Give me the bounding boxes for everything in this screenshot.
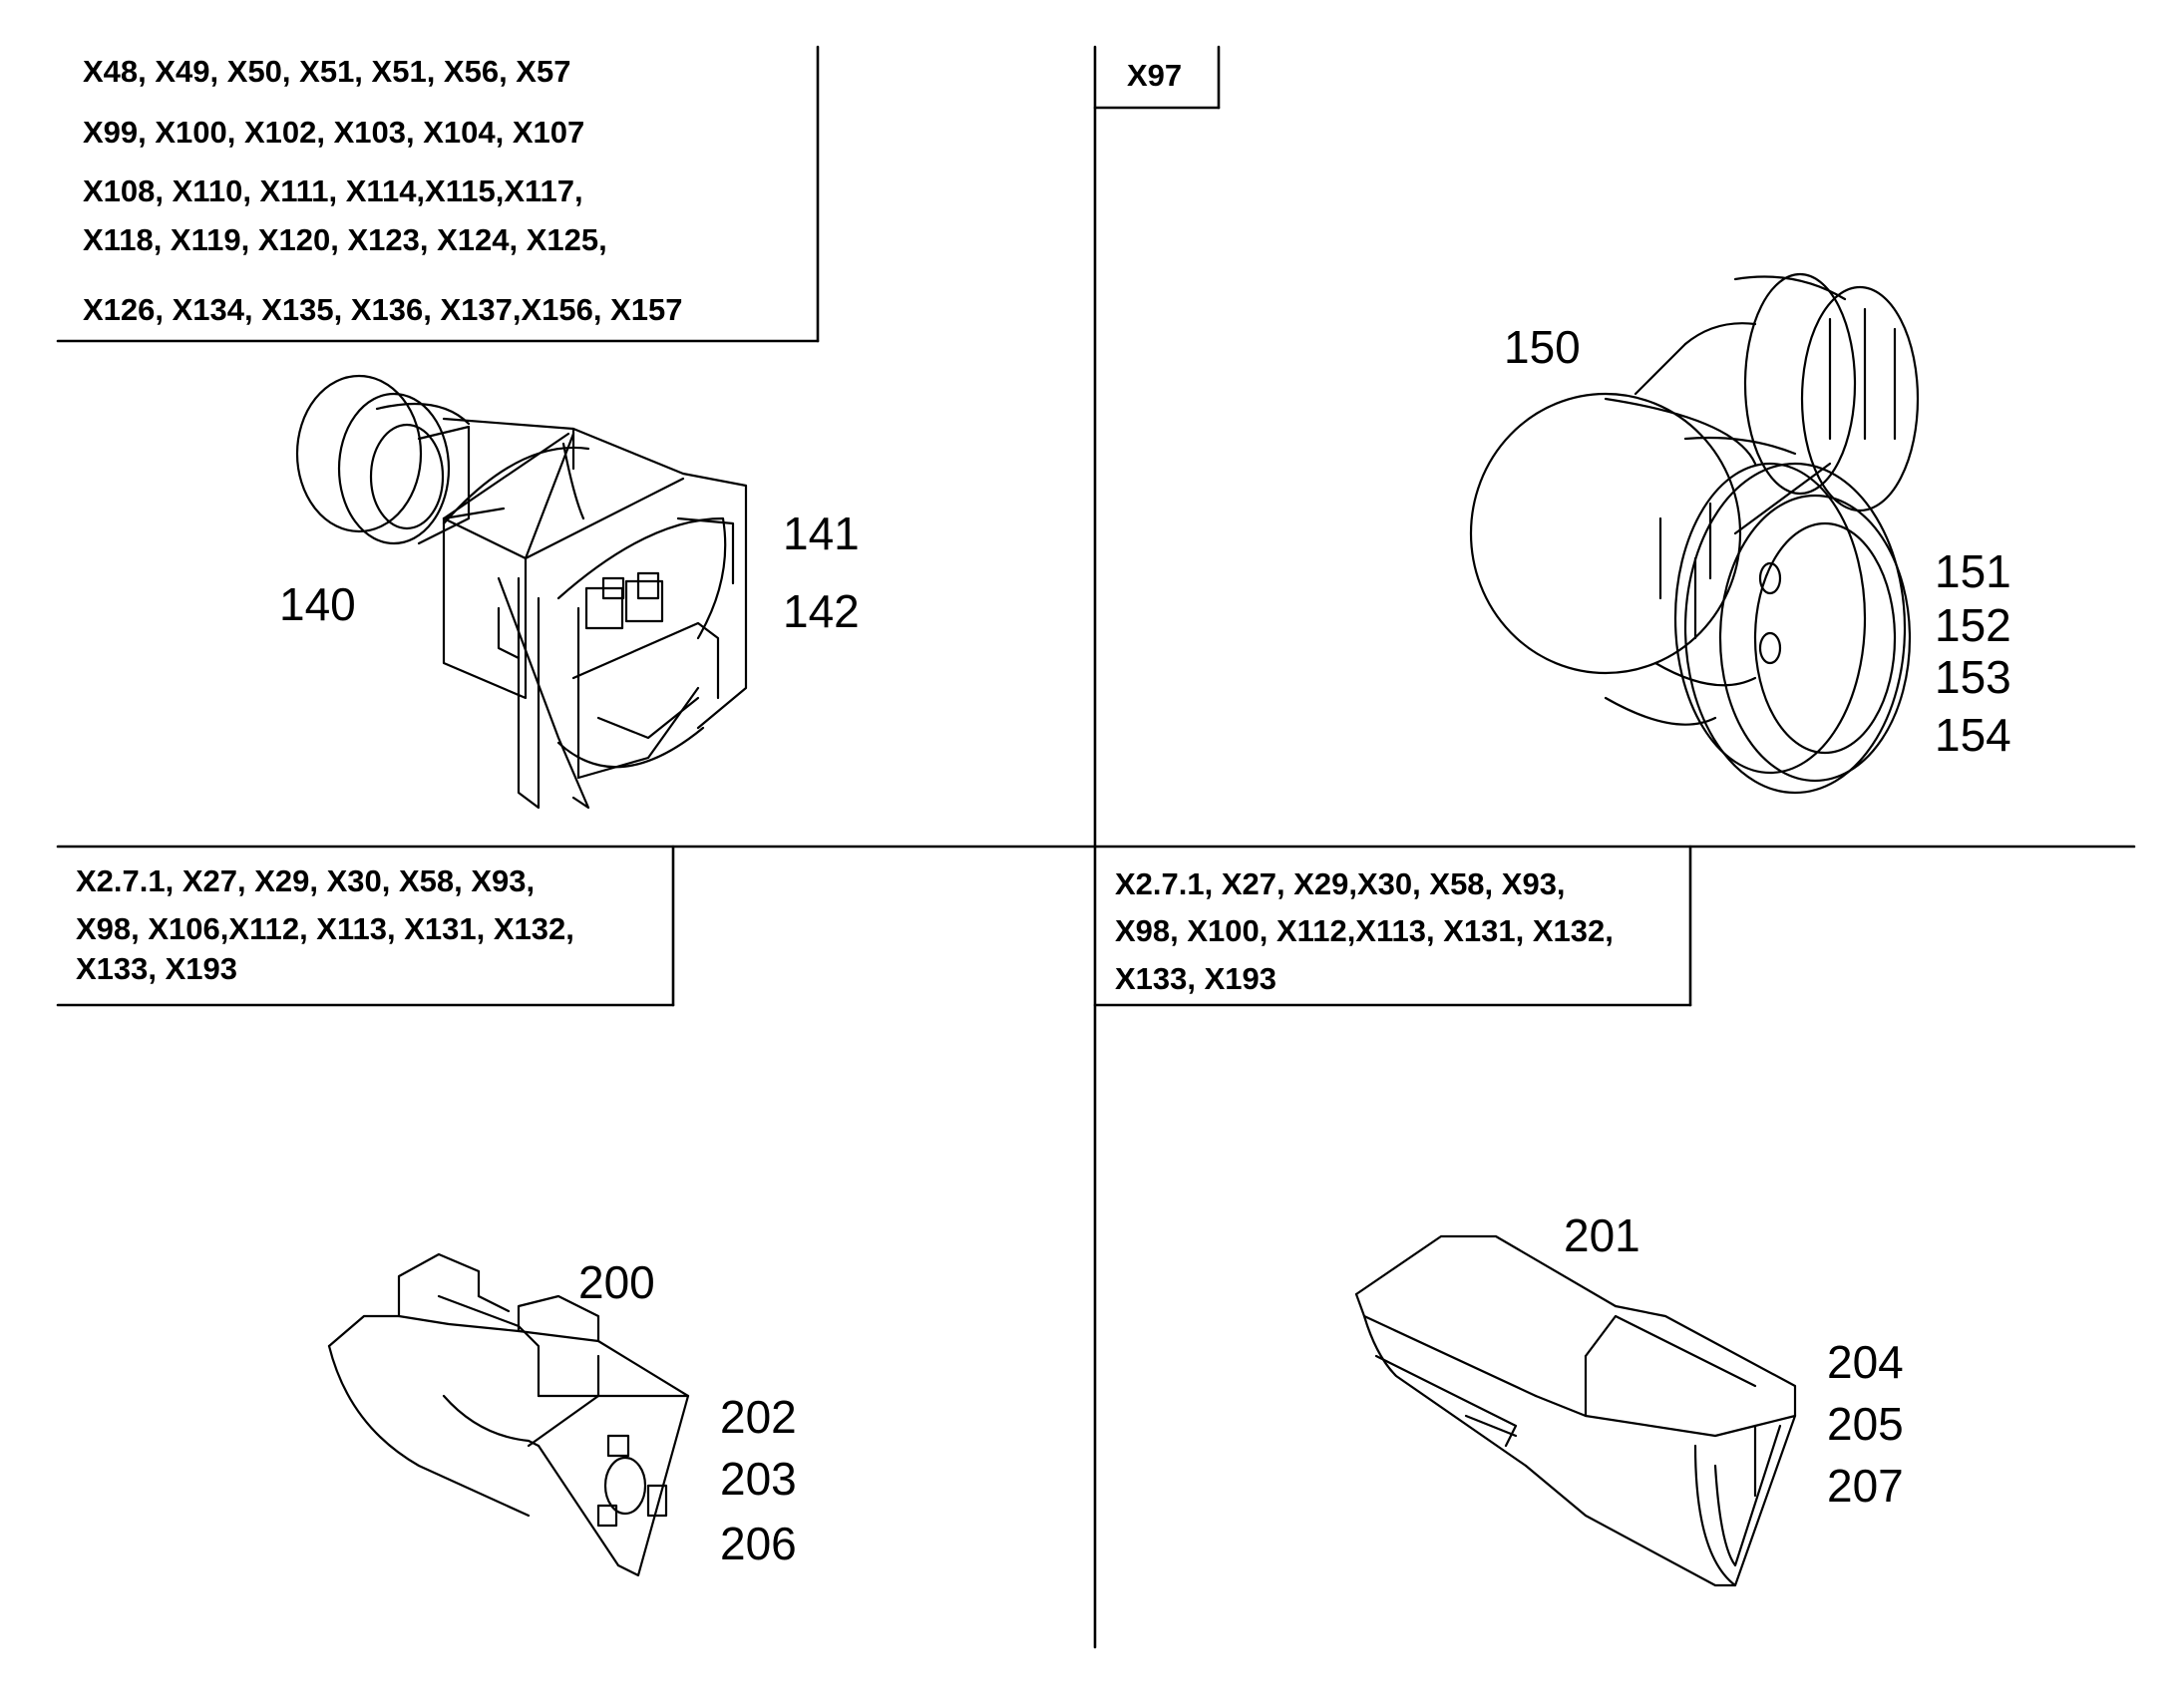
callout-label: 154: [1935, 709, 2011, 761]
callout-label: 142: [783, 585, 860, 637]
callout-label: 201: [1564, 1209, 1640, 1261]
callout-label: 207: [1827, 1460, 1904, 1512]
connector-list-line: X2.7.1, X27, X29,X30, X58, X93,: [1115, 866, 1566, 901]
callout-label: 152: [1935, 599, 2011, 651]
callout-label: 202: [720, 1391, 797, 1443]
callout-label: 205: [1827, 1398, 1904, 1450]
connector-200-drawing: [327, 1252, 690, 1577]
connector-list-line: X2.7.1, X27, X29, X30, X58, X93,: [76, 863, 536, 898]
connector-list-line: X99, X100, X102, X103, X104, X107: [83, 115, 585, 150]
callout-label: 203: [720, 1453, 797, 1505]
connector-list-line: X48, X49, X50, X51, X51, X56, X57: [83, 54, 571, 89]
callout-label: 206: [720, 1518, 797, 1569]
callout-label: 204: [1827, 1336, 1904, 1388]
callout-label: 141: [783, 508, 860, 559]
callout-label: 140: [279, 578, 356, 630]
callout-label: 151: [1935, 545, 2011, 597]
connector-list-line: X97: [1127, 58, 1183, 93]
connector-list-line: X126, X134, X135, X136, X137,X156, X157: [83, 292, 683, 327]
callout-label: 150: [1504, 321, 1581, 373]
header-box-bottom-right: [1093, 845, 1692, 1007]
connector-list-line: X108, X110, X111, X114,X115,X117,: [83, 173, 583, 208]
connector-list-line: X98, X100, X112,X113, X131, X132,: [1115, 913, 1614, 948]
header-box-top-right: [1093, 45, 1221, 110]
connector-201-drawing: [1354, 1234, 1797, 1587]
header-box-bottom-left: [56, 845, 675, 1007]
callout-label: 153: [1935, 651, 2011, 703]
header-box-top-left: [56, 45, 820, 343]
connector-list-line: X133, X193: [1115, 961, 1277, 996]
connector-list-line: X133, X193: [76, 951, 238, 986]
quadrant-divider-lines: [56, 45, 2136, 1649]
connector-150-drawing: [1469, 272, 1920, 795]
callout-label: 200: [578, 1256, 655, 1308]
connector-list-line: X98, X106,X112, X113, X131, X132,: [76, 911, 574, 946]
connector-140-drawing: [295, 374, 748, 810]
connector-list-line: X118, X119, X120, X123, X124, X125,: [83, 222, 607, 257]
